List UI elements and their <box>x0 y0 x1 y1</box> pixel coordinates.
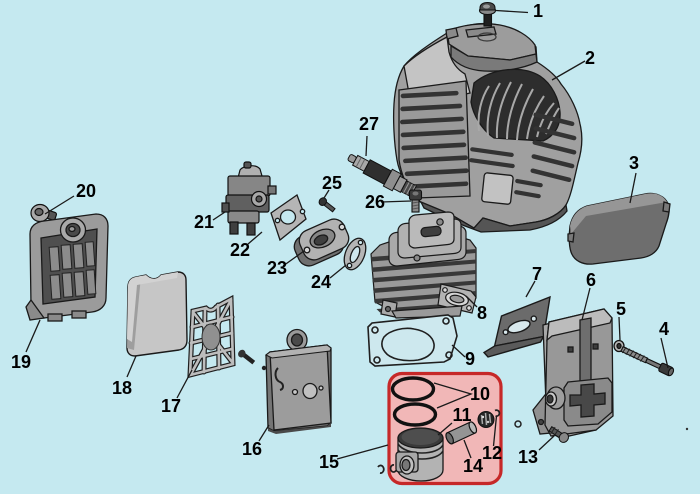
svg-text:18: 18 <box>112 378 132 398</box>
svg-text:8: 8 <box>477 303 487 323</box>
svg-text:4: 4 <box>659 319 669 339</box>
svg-text:3: 3 <box>629 153 639 173</box>
svg-text:24: 24 <box>311 272 331 292</box>
svg-text:19: 19 <box>11 352 31 372</box>
svg-text:27: 27 <box>359 114 379 134</box>
svg-text:1: 1 <box>533 1 543 21</box>
svg-text:21: 21 <box>194 212 214 232</box>
svg-text:22: 22 <box>230 240 250 260</box>
svg-text:23: 23 <box>267 258 287 278</box>
svg-text:20: 20 <box>76 181 96 201</box>
svg-text:13: 13 <box>518 447 538 467</box>
svg-text:17: 17 <box>161 396 181 416</box>
svg-text:10: 10 <box>470 384 490 404</box>
svg-text:7: 7 <box>532 264 542 284</box>
svg-text:26: 26 <box>365 192 385 212</box>
svg-text:6: 6 <box>586 270 596 290</box>
svg-text:11: 11 <box>452 405 471 425</box>
svg-text:12: 12 <box>482 443 502 463</box>
svg-text:5: 5 <box>616 299 626 319</box>
svg-text:25: 25 <box>322 173 342 193</box>
svg-text:14: 14 <box>463 456 483 476</box>
svg-text:9: 9 <box>465 349 475 369</box>
svg-text:15: 15 <box>319 452 339 472</box>
svg-text:2: 2 <box>585 48 595 68</box>
svg-text:16: 16 <box>242 439 262 459</box>
